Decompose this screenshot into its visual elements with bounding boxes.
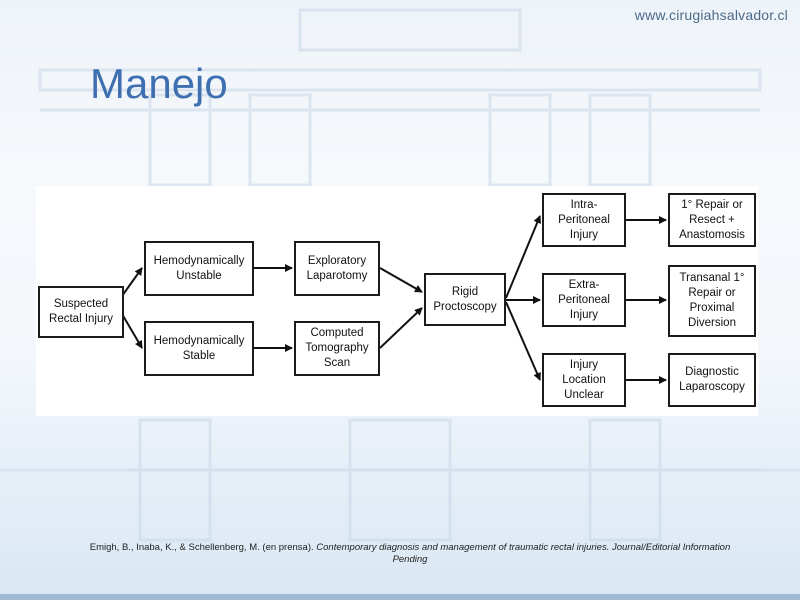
node-suspected-rectal-injury: Suspected Rectal Injury — [38, 286, 124, 338]
edge-suspected-stable — [121, 313, 143, 349]
node-intra-peritoneal-injury: Intra- Peritoneal Injury — [542, 193, 626, 247]
edge-suspected-unstable — [121, 267, 143, 297]
flowchart-edges — [121, 215, 667, 384]
node-unclear-label: Injury Location Unclear — [562, 358, 606, 401]
node-hemodynamically-unstable: Hemodynamically Unstable — [144, 241, 254, 296]
node-transanal-repair: Transanal 1° Repair or Proximal Diversio… — [668, 265, 756, 337]
citation-title: Contemporary diagnosis and management of… — [316, 542, 731, 553]
node-unstable-label: Hemodynamically Unstable — [153, 254, 245, 282]
node-suspected-label: Suspected Rectal Injury — [49, 298, 113, 325]
node-diaglap-label: Diagnostic Laparoscopy — [679, 366, 745, 393]
edge-proctoscopy-intra — [505, 215, 542, 299]
node-computed-tomography: Computed Tomography Scan — [294, 321, 380, 376]
flowchart-panel: Suspected Rectal Injury Hemodynamically … — [36, 186, 758, 416]
node-diagnostic-laparoscopy: Diagnostic Laparoscopy — [668, 353, 756, 407]
node-rigid-proctoscopy: Rigid Proctoscopy — [424, 273, 506, 326]
node-extra-label: Extra- Peritoneal Injury — [558, 278, 610, 321]
bottom-bar — [0, 594, 800, 600]
node-exploratory-laparotomy: Exploratory Laparotomy — [294, 241, 380, 296]
node-intra-label: Intra- Peritoneal Injury — [558, 198, 610, 241]
node-extra-peritoneal-injury: Extra- Peritoneal Injury — [542, 273, 626, 327]
edge-laparotomy-proctoscopy — [379, 267, 423, 293]
citation-text: Emigh, B., Inaba, K., & Schellenberg, M.… — [60, 542, 760, 566]
citation-tail: Pending — [392, 554, 428, 565]
slide-title: Manejo — [90, 60, 228, 107]
node-stable-label: Hemodynamically Stable — [153, 334, 245, 362]
node-laparotomy-label: Exploratory Laparotomy — [306, 254, 368, 282]
node-hemodynamically-stable: Hemodynamically Stable — [144, 321, 254, 376]
node-ct-label: Computed Tomography Scan — [305, 327, 369, 369]
edge-ct-proctoscopy — [379, 307, 423, 349]
node-injury-location-unclear: Injury Location Unclear — [542, 353, 626, 407]
node-repair-label: 1° Repair or Resect + Anastomosis — [679, 198, 745, 241]
node-transanal-label: Transanal 1° Repair or Proximal Diversio… — [679, 272, 745, 329]
site-url[interactable]: www.cirugiahsalvador.cl — [634, 7, 788, 23]
citation-authors: Emigh, B., Inaba, K., & Schellenberg, M.… — [89, 542, 317, 553]
node-repair-or-resect: 1° Repair or Resect + Anastomosis — [668, 193, 756, 247]
edge-proctoscopy-unclear — [505, 301, 541, 381]
node-proctoscopy-label: Rigid Proctoscopy — [433, 285, 497, 313]
